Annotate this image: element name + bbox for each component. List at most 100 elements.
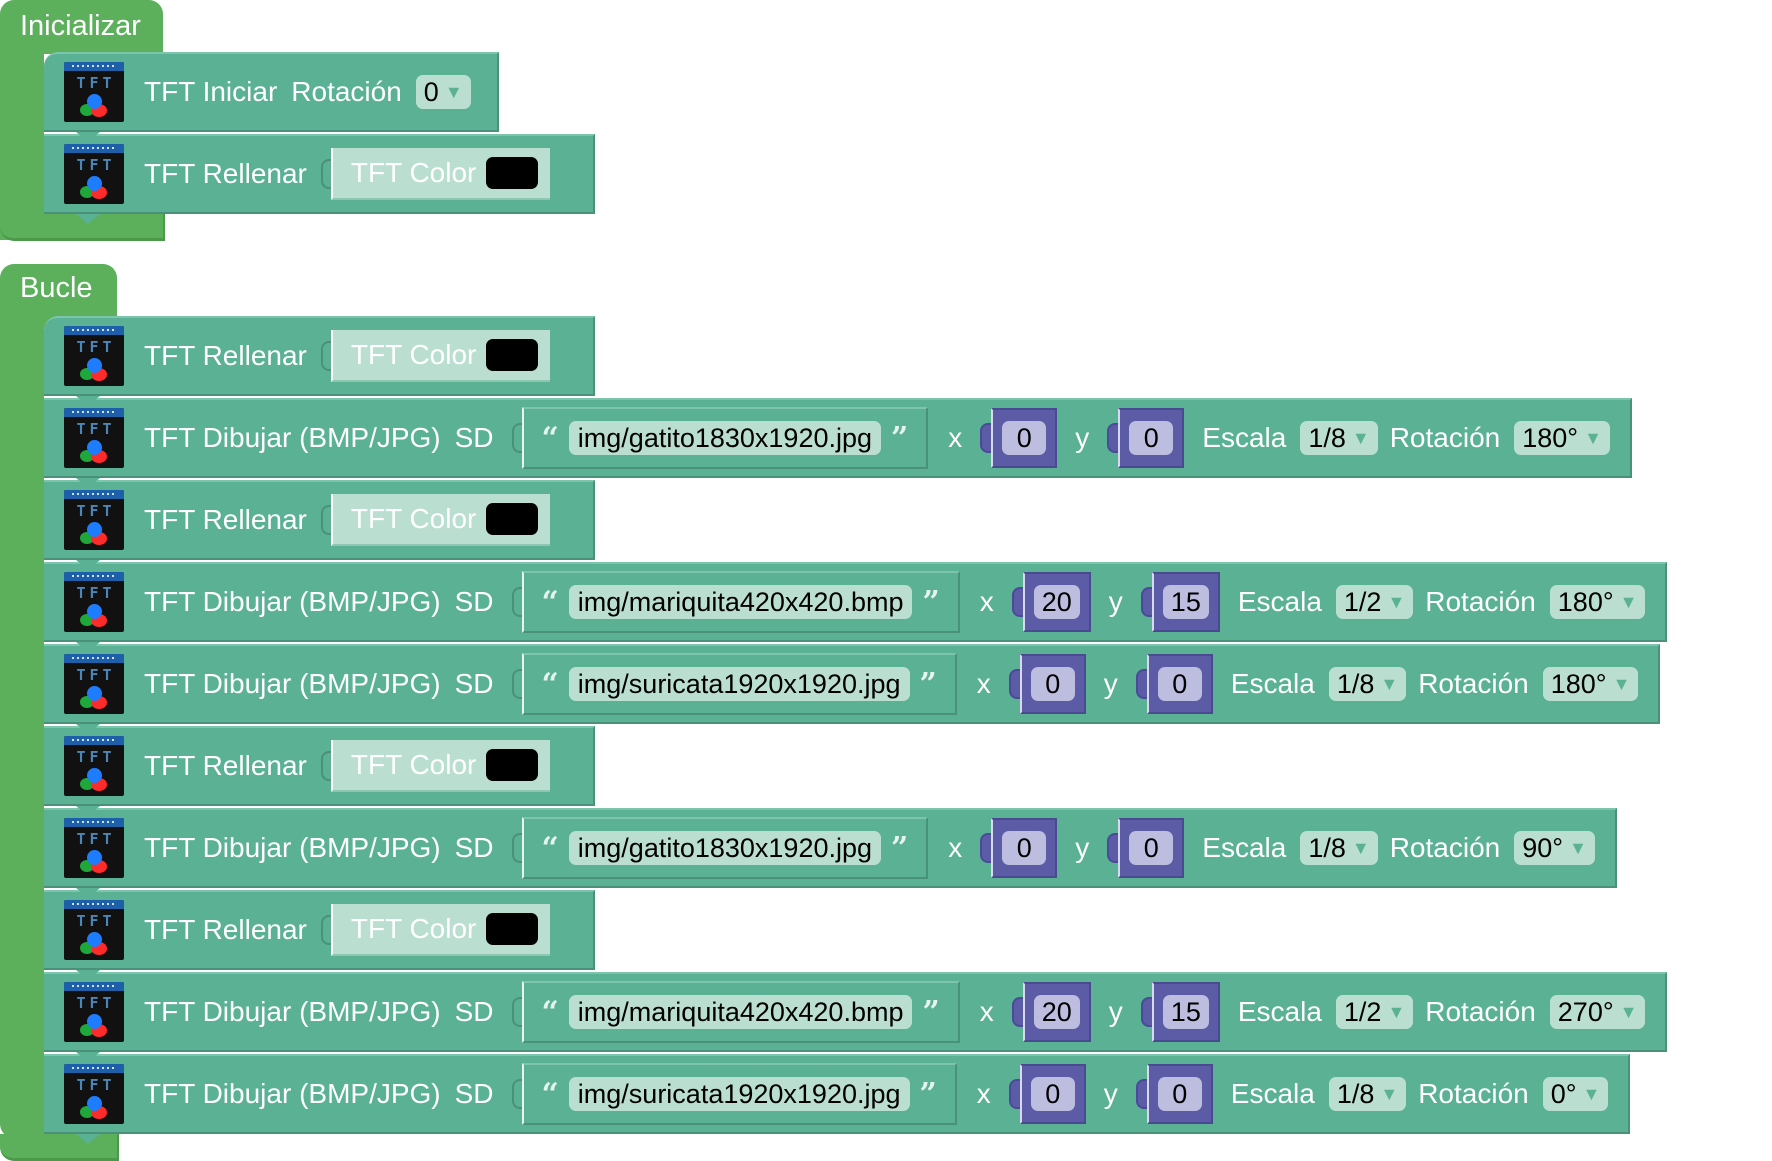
filename-field[interactable]: img/gatito1830x1920.jpg xyxy=(568,831,882,865)
y-value-field[interactable]: 0 xyxy=(1157,1077,1202,1111)
x-value-block[interactable]: 20 xyxy=(1022,982,1091,1042)
x-value-field[interactable]: 20 xyxy=(1033,995,1080,1029)
x-label: x xyxy=(979,586,994,617)
scale-dropdown[interactable]: 1/8▼ xyxy=(1328,667,1407,701)
text-block[interactable]: “img/suricata1920x1920.jpg” xyxy=(521,653,957,715)
color-swatch[interactable] xyxy=(486,157,539,189)
tft-draw-block[interactable]: TFT TFT Dibujar (BMP/JPG)SD“img/gatito18… xyxy=(44,808,1617,898)
block-connector xyxy=(76,1052,100,1062)
y-value-block[interactable]: 15 xyxy=(1151,982,1220,1042)
rotation-dropdown[interactable]: 180°▼ xyxy=(1514,421,1610,455)
text-block[interactable]: “img/suricata1920x1920.jpg” xyxy=(521,1063,957,1125)
x-label: x xyxy=(948,422,963,453)
x-value-block[interactable]: 0 xyxy=(991,818,1058,878)
rotation-dropdown[interactable]: 0▼ xyxy=(415,75,471,109)
tft-color-block[interactable]: TFT Color xyxy=(330,740,551,792)
tft-color-block[interactable]: TFT Color xyxy=(330,494,551,546)
tft-color-block[interactable]: TFT Color xyxy=(330,904,551,956)
color-swatch[interactable] xyxy=(486,339,539,371)
filename-field[interactable]: img/gatito1830x1920.jpg xyxy=(568,421,882,455)
tft-display-icon: TFT xyxy=(64,982,124,1042)
x-value-field[interactable]: 0 xyxy=(1030,667,1075,701)
tft-display-icon: TFT xyxy=(64,144,124,204)
y-value-block[interactable]: 0 xyxy=(1118,408,1185,468)
rotation-dropdown[interactable]: 270°▼ xyxy=(1549,995,1646,1029)
open-quote-icon: “ xyxy=(541,1076,559,1112)
rotation-dropdown[interactable]: 0°▼ xyxy=(1542,1077,1609,1111)
scale-dropdown[interactable]: 1/8▼ xyxy=(1300,421,1378,455)
x-value-block[interactable]: 20 xyxy=(1022,572,1091,632)
rotation-dropdown[interactable]: 90°▼ xyxy=(1514,831,1595,865)
x-value-field[interactable]: 0 xyxy=(1002,421,1047,455)
rotation-label: Rotación xyxy=(291,76,402,107)
filename-field[interactable]: img/mariquita420x420.bmp xyxy=(568,585,913,619)
text-block[interactable]: “img/mariquita420x420.bmp” xyxy=(521,571,960,633)
dropdown-arrow-icon: ▼ xyxy=(1619,1001,1638,1022)
rotation-label: Rotación xyxy=(1389,422,1501,453)
filename-field[interactable]: img/suricata1920x1920.jpg xyxy=(568,667,910,701)
tft-draw-block[interactable]: TFT TFT Dibujar (BMP/JPG)SD“img/mariquit… xyxy=(44,972,1668,1062)
tft-draw-block[interactable]: TFT TFT Dibujar (BMP/JPG)SD“img/mariquit… xyxy=(44,562,1668,652)
x-label: x xyxy=(979,996,994,1027)
rotation-label: Rotación xyxy=(1389,832,1501,863)
dropdown-arrow-icon: ▼ xyxy=(1387,591,1406,612)
tft-display-icon: TFT xyxy=(64,654,124,714)
y-value-field[interactable]: 15 xyxy=(1162,585,1209,619)
input-socket xyxy=(511,1079,524,1109)
block-connector xyxy=(76,396,100,406)
color-swatch[interactable] xyxy=(486,503,539,535)
scale-dropdown[interactable]: 1/2▼ xyxy=(1335,585,1414,619)
color-swatch[interactable] xyxy=(486,749,539,781)
y-value-block[interactable]: 15 xyxy=(1151,572,1220,632)
rotation-dropdown-value: 270° xyxy=(1557,996,1614,1027)
y-value-field[interactable]: 0 xyxy=(1129,831,1174,865)
x-value-field[interactable]: 0 xyxy=(1002,831,1047,865)
x-value-field[interactable]: 0 xyxy=(1030,1077,1075,1111)
color-swatch[interactable] xyxy=(486,913,539,945)
block-connector xyxy=(76,132,100,142)
scale-dropdown[interactable]: 1/2▼ xyxy=(1335,995,1414,1029)
y-value-field[interactable]: 0 xyxy=(1129,421,1174,455)
y-value-block[interactable]: 0 xyxy=(1146,1064,1213,1124)
input-socket xyxy=(320,915,333,945)
y-value-field[interactable]: 0 xyxy=(1157,667,1202,701)
y-value-block[interactable]: 0 xyxy=(1118,818,1185,878)
scale-dropdown[interactable]: 1/8▼ xyxy=(1328,1077,1407,1111)
dropdown-arrow-icon: ▼ xyxy=(1612,673,1631,694)
y-label: y xyxy=(1108,996,1123,1027)
tft-display-icon: TFT xyxy=(64,326,124,386)
y-label: y xyxy=(1075,832,1090,863)
scale-dropdown-value: 1/2 xyxy=(1343,586,1382,617)
tft-draw-block[interactable]: TFT TFT Dibujar (BMP/JPG)SD“img/suricata… xyxy=(44,644,1661,734)
x-value-block[interactable]: 0 xyxy=(1019,654,1086,714)
tft-display-icon: TFT xyxy=(64,62,124,122)
y-value-field[interactable]: 15 xyxy=(1162,995,1209,1029)
rotation-dropdown[interactable]: 180°▼ xyxy=(1542,667,1639,701)
y-value-block[interactable]: 0 xyxy=(1146,654,1213,714)
x-label: x xyxy=(976,1078,991,1109)
tft-draw-block[interactable]: TFT TFT Dibujar (BMP/JPG)SD“img/suricata… xyxy=(44,1054,1631,1144)
tft-draw-block[interactable]: TFT TFT Dibujar (BMP/JPG)SD“img/gatito18… xyxy=(44,398,1632,488)
text-block[interactable]: “img/gatito1830x1920.jpg” xyxy=(521,817,929,879)
x-value-block[interactable]: 0 xyxy=(1019,1064,1086,1124)
tft-display-icon: TFT xyxy=(64,818,124,878)
block-connector xyxy=(76,806,100,816)
rotation-dropdown-value: 0° xyxy=(1550,1078,1577,1109)
text-block[interactable]: “img/mariquita420x420.bmp” xyxy=(521,981,960,1043)
tft-color-block[interactable]: TFT Color xyxy=(330,148,551,200)
scale-dropdown[interactable]: 1/8▼ xyxy=(1300,831,1378,865)
text-block[interactable]: “img/gatito1830x1920.jpg” xyxy=(521,407,929,469)
rotation-label: Rotación xyxy=(1425,996,1536,1027)
rotation-dropdown[interactable]: 180°▼ xyxy=(1549,585,1646,619)
x-value-block[interactable]: 0 xyxy=(991,408,1058,468)
tft-color-block[interactable]: TFT Color xyxy=(330,330,551,382)
filename-field[interactable]: img/suricata1920x1920.jpg xyxy=(568,1077,910,1111)
x-value-field[interactable]: 20 xyxy=(1033,585,1080,619)
filename-field[interactable]: img/mariquita420x420.bmp xyxy=(568,995,913,1029)
